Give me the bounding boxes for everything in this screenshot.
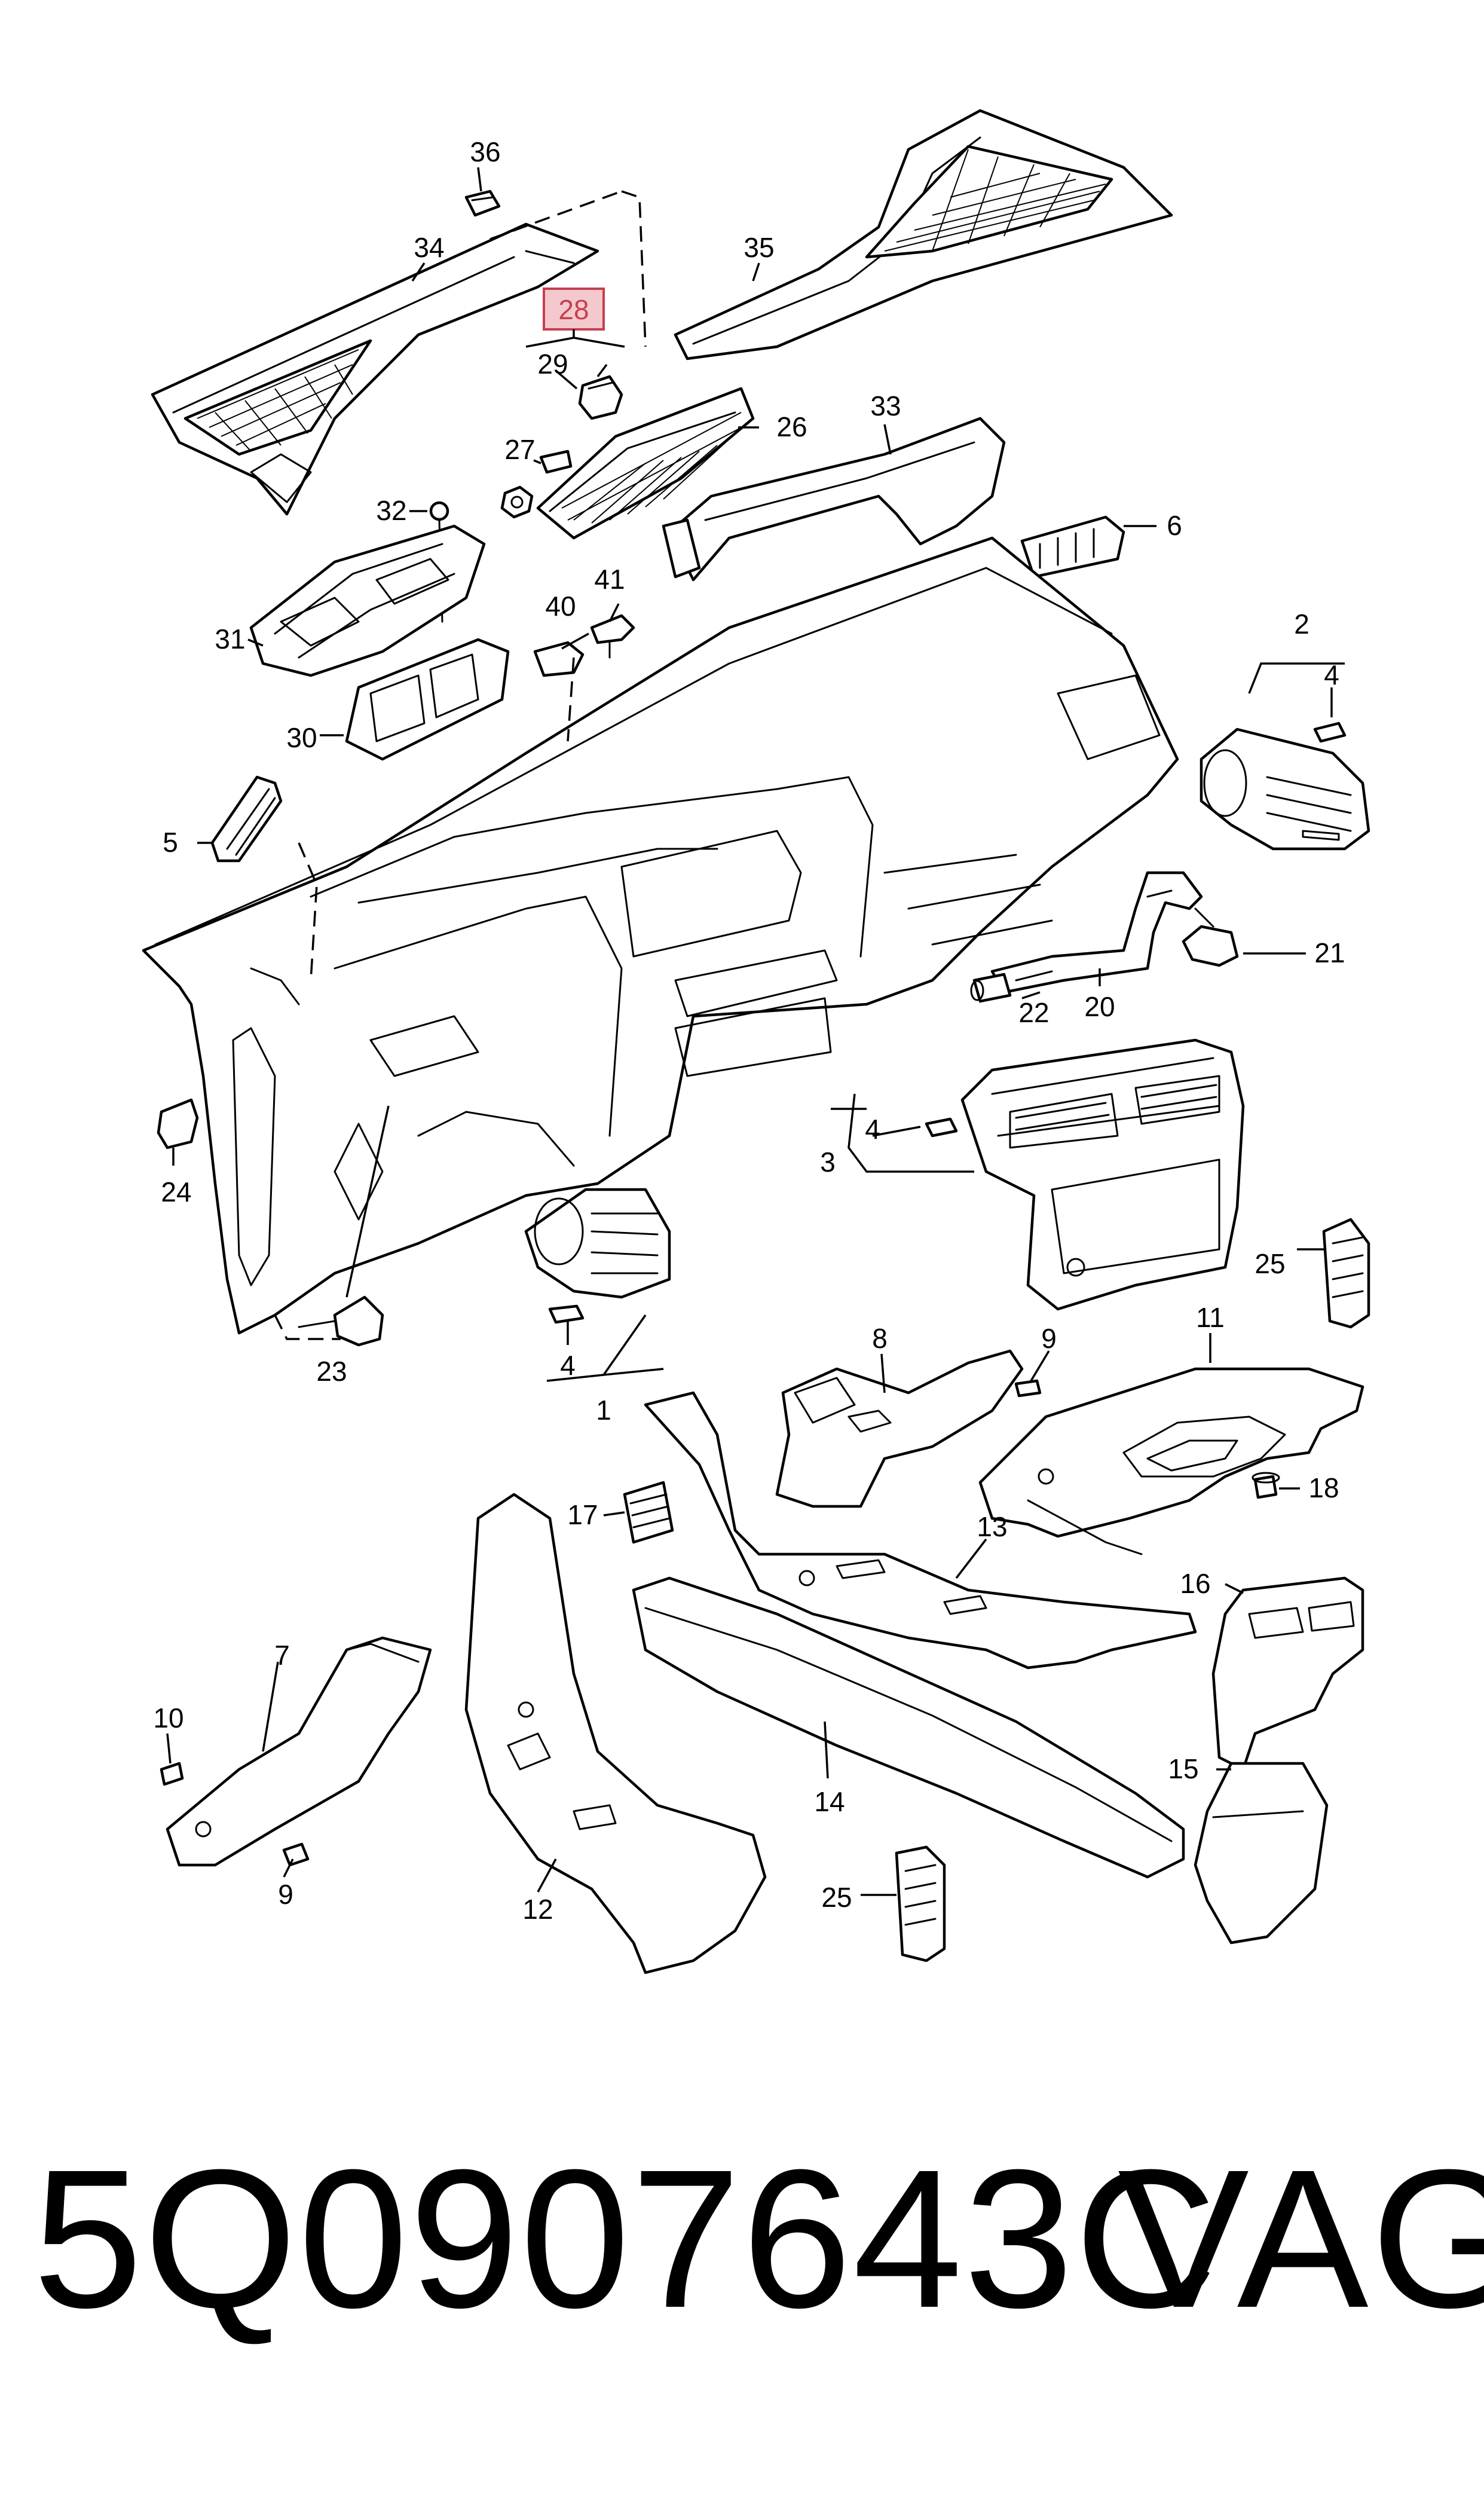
part-40-clip [533, 641, 585, 677]
callout-27: 27 [504, 434, 535, 465]
brand-label: VAG [1118, 2128, 1484, 2349]
callout-4-center: 4 [865, 1114, 880, 1145]
part-1-left-vent [524, 1188, 671, 1299]
callout-7: 7 [274, 1640, 290, 1671]
part-31-vent-housing [249, 524, 486, 677]
callout-6: 6 [1167, 510, 1182, 541]
part-5-side-vent [210, 775, 283, 863]
exploded-parts-diagram: 28 1 2 3 4 4 4 5 6 7 8 9 9 10 11 12 13 1… [142, 109, 1370, 1974]
part-10-clip [160, 1762, 184, 1786]
callout-numbers: 1 2 3 4 4 4 5 6 7 8 9 9 10 11 12 13 14 1… [153, 136, 1345, 1925]
part-33-upper-bracket [662, 417, 1006, 582]
callout-18: 18 [1308, 1472, 1339, 1503]
part-9-screw-upper [1014, 1379, 1042, 1398]
callout-34: 34 [414, 232, 444, 263]
callout-5: 5 [163, 827, 178, 858]
part-29-connector [578, 375, 623, 420]
part-2-right-vent [1200, 727, 1370, 851]
callout-41: 41 [594, 564, 625, 595]
callout-33: 33 [870, 390, 901, 421]
dashed-reference-lines [274, 190, 647, 1340]
callout-8: 8 [872, 1323, 888, 1354]
callout-30: 30 [286, 722, 317, 753]
callout-13: 13 [977, 1511, 1007, 1542]
callout-21: 21 [1314, 937, 1345, 968]
part-number: 5Q0907643C [33, 2128, 1219, 2349]
part-21-sensor [1182, 907, 1239, 967]
part-25-vent-lower [895, 1845, 946, 1962]
callout-1: 1 [596, 1395, 611, 1426]
callout-26: 26 [776, 411, 807, 442]
part-30-vent-grille [345, 638, 510, 761]
part-12-floor-duct-left [464, 1493, 767, 1974]
callout-14: 14 [814, 1786, 844, 1817]
part-11-console-tray [978, 1367, 1364, 1555]
callout-4-left: 4 [560, 1350, 576, 1381]
callout-24: 24 [161, 1176, 191, 1207]
part-27-clip-small [539, 450, 573, 474]
part-9-screw-lower [282, 1842, 310, 1867]
callout-17: 17 [567, 1499, 598, 1530]
part-24-clip [157, 1098, 199, 1150]
callout-22: 22 [1018, 997, 1049, 1028]
callout-9-lower: 9 [278, 1879, 293, 1910]
callout-12: 12 [522, 1894, 553, 1925]
part-20-hose [990, 871, 1203, 994]
leader-lines [166, 167, 1345, 1896]
part-41-clip [590, 614, 635, 659]
part-17-seal [623, 1481, 674, 1544]
part-16-rear-vent [1211, 1576, 1364, 1771]
callout-3: 3 [820, 1147, 836, 1178]
part-6-side-vent [1020, 515, 1125, 579]
part-7-riser-duct [166, 1636, 432, 1867]
callout-29: 29 [537, 348, 568, 380]
callout-25-lower: 25 [821, 1882, 852, 1913]
part-13-floor-duct [644, 1391, 1197, 1670]
part-22-plug [970, 973, 1012, 1003]
callout-23: 23 [316, 1356, 347, 1387]
callout-20: 20 [1084, 991, 1115, 1022]
highlight-28: 28 [525, 288, 625, 348]
callout-9-upper: 9 [1041, 1323, 1057, 1354]
callout-32: 32 [376, 495, 406, 526]
part-14-long-duct [632, 1576, 1185, 1879]
callout-2: 2 [1294, 609, 1309, 640]
part-15-rear-duct [1194, 1762, 1329, 1945]
part-26-defrost-grille [536, 387, 755, 540]
callout-10: 10 [153, 1702, 183, 1734]
callout-40: 40 [545, 591, 576, 622]
part-8-duct [775, 1349, 1024, 1508]
part-34-left-cowl-panel [151, 222, 599, 516]
callout-11: 11 [1196, 1302, 1225, 1333]
callout-16: 16 [1180, 1568, 1210, 1599]
callout-15: 15 [1168, 1753, 1198, 1784]
part-25-vent-right [1322, 1218, 1370, 1329]
part-23-lamp [298, 1295, 384, 1347]
part-18-screw [1252, 1472, 1280, 1499]
part-36-clip [464, 189, 501, 217]
callout-4-right: 4 [1324, 659, 1339, 690]
callout-31: 31 [215, 623, 245, 655]
part-4-clip-center [925, 1117, 958, 1138]
part-27-nut [500, 485, 534, 519]
part-4-clip-left [548, 1304, 585, 1324]
part-35-right-cowl-panel [674, 109, 1173, 360]
part-3-center-frame [960, 1038, 1245, 1311]
callout-28: 28 [558, 294, 589, 325]
part-4-clip-right [1313, 722, 1347, 743]
callout-35: 35 [743, 232, 774, 263]
dashboard-body [142, 536, 1179, 1335]
callout-36: 36 [470, 136, 500, 167]
callout-25-upper: 25 [1254, 1248, 1285, 1279]
